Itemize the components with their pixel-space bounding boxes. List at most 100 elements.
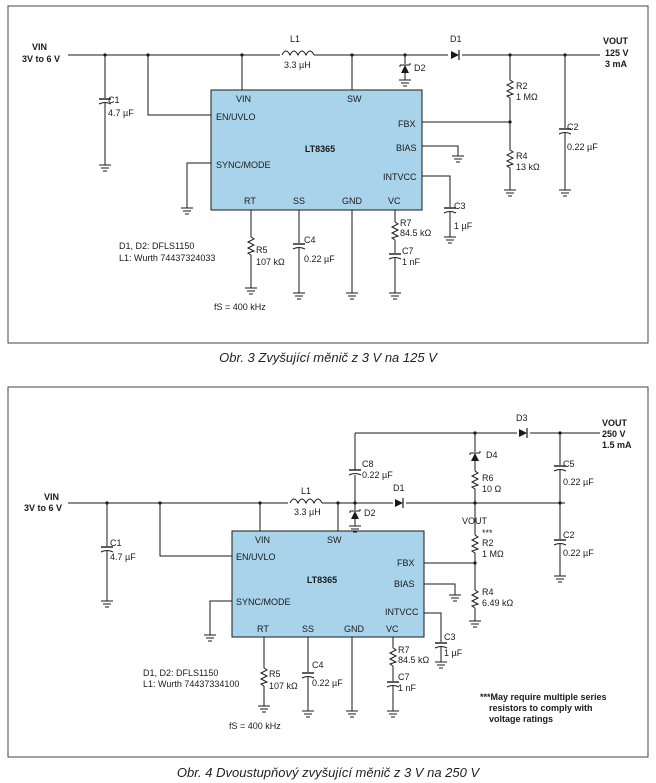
pin-rt-2: RT [257, 624, 269, 634]
l1-ref: L1 [290, 34, 300, 44]
r6-resistor-icon [471, 470, 479, 490]
c7-ref-2: C7 [398, 672, 410, 682]
diode-note: D1, D2: DFLS1150 [119, 241, 194, 251]
c8-ref: C8 [362, 459, 374, 469]
pin-ss: SS [293, 196, 305, 206]
r5-resistor-icon [247, 236, 255, 256]
pin-en-uvlo: EN/UVLO [216, 112, 256, 122]
figure-2-frame [7, 386, 649, 758]
vin-label-2: VIN [44, 492, 59, 502]
pin-fbx-2: FBX [397, 558, 415, 568]
figure-1-caption: Obr. 3 Zvyšující měnič z 3 V na 125 V [219, 350, 438, 365]
r2-mark: *** [482, 528, 493, 538]
r7-value: 84.5 kΩ [400, 228, 432, 238]
c4-ref: C4 [304, 235, 316, 245]
pin-gnd: GND [342, 196, 363, 206]
l1-value: 3.3 µH [284, 60, 311, 70]
chip-name-2: LT8365 [307, 575, 337, 585]
c1-value: 4.7 µF [108, 108, 134, 118]
d4-diode-icon [469, 450, 481, 462]
lt8365-chip-2 [231, 530, 425, 638]
vin-range-2: 3V to 6 V [24, 503, 62, 513]
r7-resistor-icon [391, 221, 399, 241]
figure-1-frame [7, 5, 649, 344]
figure-2: LT8365 VIN SW EN/UVLO FBX BIAS SYNC/MODE… [7, 386, 649, 758]
lt8365-chip [210, 89, 423, 211]
figure-1: LT8365 VIN SW EN/UVLO FBX BIAS SYNC/MODE… [7, 5, 649, 344]
pin-ss-2: SS [302, 624, 314, 634]
l1-ref-2: L1 [301, 486, 311, 496]
l1-value-2: 3.3 µH [294, 507, 321, 517]
pin-vin-2: VIN [255, 535, 270, 545]
d1-ref: D1 [450, 34, 462, 44]
r2-value-2: 1 MΩ [482, 549, 504, 559]
r2-resistor-icon-2 [471, 534, 479, 554]
vin-label: VIN [32, 42, 47, 52]
c2-value: 0.22 µF [567, 142, 598, 152]
c3-value-2: 1 µF [444, 648, 463, 658]
r4-resistor-icon-2 [471, 589, 479, 609]
pin-gnd-2: GND [344, 624, 365, 634]
r4-value: 13 kΩ [516, 162, 540, 172]
r5-ref: R5 [256, 245, 268, 255]
c3-ref-2: C3 [444, 632, 456, 642]
frequency-note-2: fS = 400 kHz [229, 721, 281, 731]
c2-ref: C2 [567, 122, 579, 132]
pin-bias: BIAS [396, 143, 417, 153]
pin-vin: VIN [236, 94, 251, 104]
vout-voltage-2: 250 V [602, 429, 626, 439]
r5-value: 107 kΩ [256, 257, 285, 267]
frequency-note: fS = 400 kHz [214, 302, 266, 312]
d2-diode-icon-2 [349, 508, 361, 520]
d4-ref: D4 [486, 450, 498, 460]
c1-ref: C1 [108, 95, 120, 105]
r5-value-2: 107 kΩ [269, 681, 298, 691]
r4-value-2: 6.49 kΩ [482, 598, 514, 608]
r7-value-2: 84.5 kΩ [398, 655, 430, 665]
r4-resistor-icon [506, 149, 514, 169]
d1-diode-icon-2 [394, 497, 404, 509]
r7-resistor-icon-2 [389, 647, 397, 667]
c3-ref: C3 [454, 201, 466, 211]
c1-ref-2: C1 [110, 538, 122, 548]
c7-value: 1 nF [402, 257, 421, 267]
pin-intvcc: INTVCC [383, 172, 417, 182]
r7-ref: R7 [400, 218, 412, 228]
pin-bias-2: BIAS [394, 579, 415, 589]
series-note-line-1: ***May require multiple series [480, 692, 607, 702]
pin-rt: RT [244, 196, 256, 206]
series-note-line-2: resistors to comply with [489, 703, 593, 713]
c8-value: 0.22 µF [362, 470, 393, 480]
c3-value: 1 µF [454, 221, 473, 231]
r2-value: 1 MΩ [516, 92, 538, 102]
figure-2-caption: Obr. 4 Dvoustupňový zvyšující měnič z 3 … [177, 765, 481, 780]
pin-en-uvlo-2: EN/UVLO [236, 552, 276, 562]
d2-diode-icon [399, 62, 411, 74]
c7-value-2: 1 nF [398, 683, 417, 693]
r6-ref: R6 [482, 473, 494, 483]
vout-label-2: VOUT [602, 418, 628, 428]
c4-value: 0.22 µF [304, 254, 335, 264]
series-note-line-3: voltage ratings [489, 714, 553, 724]
vout-label: VOUT [603, 36, 629, 46]
pin-sw: SW [347, 94, 362, 104]
pin-vc: VC [388, 196, 401, 206]
r6-value: 10 Ω [482, 484, 502, 494]
inductor-note-2: L1: Wurth 74437334100 [143, 679, 239, 689]
r2-ref-2: R2 [482, 538, 494, 548]
c5-value: 0.22 µF [563, 477, 594, 487]
pin-sync-mode: SYNC/MODE [216, 160, 271, 170]
c5-ref: C5 [563, 459, 575, 469]
r2-ref: R2 [516, 81, 528, 91]
vout-current: 3 mA [605, 59, 628, 69]
d2-ref: D2 [414, 63, 426, 73]
d1-ref-2: D1 [393, 483, 405, 493]
c4-value-2: 0.22 µF [312, 678, 343, 688]
c8-capacitor-icon [348, 469, 362, 476]
d3-diode-icon [518, 427, 528, 439]
pin-sync-mode-2: SYNC/MODE [236, 597, 291, 607]
r2-resistor-icon [506, 79, 514, 99]
c7-ref: C7 [402, 246, 414, 256]
r7-ref-2: R7 [398, 645, 410, 655]
